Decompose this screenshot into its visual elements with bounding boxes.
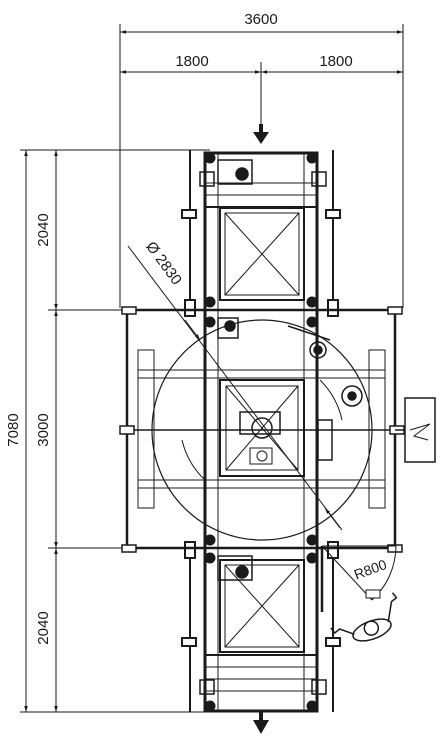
operator-icon [330, 592, 398, 642]
dim-half-width-right: 1800 [319, 53, 352, 70]
dim-door-radius: R800 [352, 556, 389, 583]
dim-turntable-diameter: Ø 2830 [142, 238, 185, 288]
motor-icon [199, 159, 363, 695]
dim-half-width-left: 1800 [175, 53, 208, 70]
door-swing [320, 545, 397, 612]
lift-cell-bottom [219, 559, 305, 653]
arrow-down-icon [253, 712, 269, 734]
dimension-lines [20, 24, 404, 713]
lift-cell-top [219, 207, 305, 301]
control-panel-icon [395, 397, 436, 463]
swing-arm [287, 325, 331, 341]
lift-cell-center [219, 379, 305, 477]
motor-icon [204, 152, 318, 712]
side-posts [181, 150, 341, 712]
conveyor-frame [203, 151, 319, 713]
diameter-leader [127, 245, 343, 531]
dim-segment-top: 2040 [35, 213, 52, 246]
arrow-down-icon [253, 124, 269, 144]
turntable-frame [119, 306, 405, 553]
dim-total-length: 7080 [5, 413, 22, 446]
dim-segment-middle: 3000 [35, 413, 52, 446]
dim-segment-bottom: 2040 [35, 611, 52, 644]
dim-total-width: 3600 [244, 11, 277, 28]
